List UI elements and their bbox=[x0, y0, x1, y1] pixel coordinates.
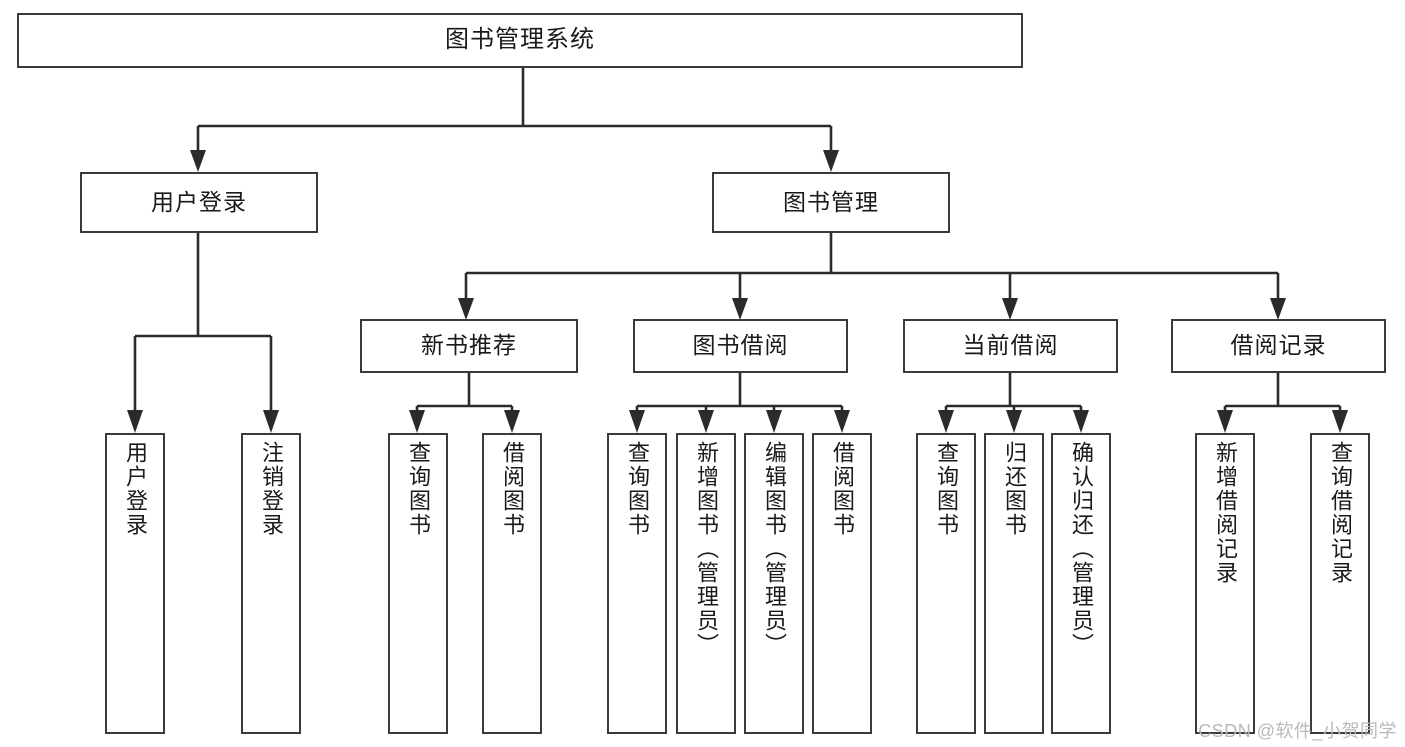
node-label: 确认归还（管理员） bbox=[1069, 441, 1094, 657]
leaf-current-borrow-query[interactable]: 查询图书 bbox=[916, 433, 976, 734]
arrow-head-bookborrow-leaf-4 bbox=[834, 410, 850, 433]
arrow-head-bookborrow-leaf-2 bbox=[698, 410, 714, 433]
leaf-book-borrow-add[interactable]: 新增图书（管理员） bbox=[676, 433, 736, 734]
arrow-head-bookborrow-leaf-3 bbox=[766, 410, 782, 433]
node-label: 归还图书 bbox=[1002, 441, 1027, 537]
csdn-watermark: CSDN @软件_小贺同学 bbox=[1198, 721, 1397, 741]
node-label: 图书管理 bbox=[783, 188, 879, 215]
arrow-head-leaf-user-login bbox=[127, 410, 143, 433]
node-book-management[interactable]: 图书管理 bbox=[712, 172, 950, 233]
node-label: 新书推荐 bbox=[421, 332, 517, 359]
arrow-head-currentborrow-leaf-1 bbox=[938, 410, 954, 433]
node-label: 新增借阅记录 bbox=[1213, 441, 1238, 585]
leaf-user-login-logout[interactable]: 注销登录 bbox=[241, 433, 301, 734]
arrow-head-currentborrow-leaf-3 bbox=[1073, 410, 1089, 433]
node-label: 查询图书 bbox=[625, 441, 650, 537]
arrow-head-user-login bbox=[190, 150, 206, 172]
node-label: 当前借阅 bbox=[962, 332, 1059, 359]
node-book-borrow[interactable]: 图书借阅 bbox=[633, 319, 848, 373]
arrow-head-book-borrow bbox=[732, 298, 748, 320]
arrow-head-newbook-leaf-2 bbox=[504, 410, 520, 433]
leaf-current-borrow-confirm[interactable]: 确认归还（管理员） bbox=[1051, 433, 1111, 734]
node-label: 图书借阅 bbox=[692, 332, 789, 359]
node-label: 图书管理系统 bbox=[445, 26, 595, 54]
node-root-system[interactable]: 图书管理系统 bbox=[17, 13, 1023, 68]
arrow-head-book-manage bbox=[823, 150, 839, 172]
leaf-borrow-record-query[interactable]: 查询借阅记录 bbox=[1310, 433, 1370, 734]
leaf-new-book-borrow[interactable]: 借阅图书 bbox=[482, 433, 542, 734]
node-label: 用户登录 bbox=[151, 188, 247, 215]
arrow-head-leaf-logout bbox=[263, 410, 279, 433]
arrow-head-bookborrow-leaf-1 bbox=[629, 410, 645, 433]
node-label: 借阅图书 bbox=[500, 441, 525, 537]
node-label: 查询图书 bbox=[934, 441, 959, 537]
node-label: 查询图书 bbox=[406, 441, 431, 537]
leaf-book-borrow-query[interactable]: 查询图书 bbox=[607, 433, 667, 734]
leaf-borrow-record-add[interactable]: 新增借阅记录 bbox=[1195, 433, 1255, 734]
leaf-user-login-login[interactable]: 用户登录 bbox=[105, 433, 165, 734]
node-label: 借阅图书 bbox=[830, 441, 855, 537]
arrow-head-borrowrecord-leaf-1 bbox=[1217, 410, 1233, 433]
node-label: 用户登录 bbox=[123, 441, 148, 537]
arrow-head-borrowrecord-leaf-2 bbox=[1332, 410, 1348, 433]
arrow-head-borrow-record bbox=[1270, 298, 1286, 320]
node-new-book-recommend[interactable]: 新书推荐 bbox=[360, 319, 578, 373]
arrow-head-current-borrow bbox=[1002, 298, 1018, 320]
node-borrow-record[interactable]: 借阅记录 bbox=[1171, 319, 1386, 373]
arrow-head-newbook-leaf-1 bbox=[409, 410, 425, 433]
leaf-new-book-query[interactable]: 查询图书 bbox=[388, 433, 448, 734]
leaf-book-borrow-edit[interactable]: 编辑图书（管理员） bbox=[744, 433, 804, 734]
node-label: 新增图书（管理员） bbox=[694, 441, 719, 657]
leaf-current-borrow-return[interactable]: 归还图书 bbox=[984, 433, 1044, 734]
node-current-borrow[interactable]: 当前借阅 bbox=[903, 319, 1118, 373]
node-user-login[interactable]: 用户登录 bbox=[80, 172, 318, 233]
leaf-book-borrow-borrow[interactable]: 借阅图书 bbox=[812, 433, 872, 734]
node-label: 查询借阅记录 bbox=[1328, 441, 1353, 585]
node-label: 借阅记录 bbox=[1230, 332, 1327, 359]
arrow-head-currentborrow-leaf-2 bbox=[1006, 410, 1022, 433]
node-label: 编辑图书（管理员） bbox=[762, 441, 787, 657]
arrow-head-new-book bbox=[458, 298, 474, 320]
node-label: 注销登录 bbox=[259, 441, 284, 537]
